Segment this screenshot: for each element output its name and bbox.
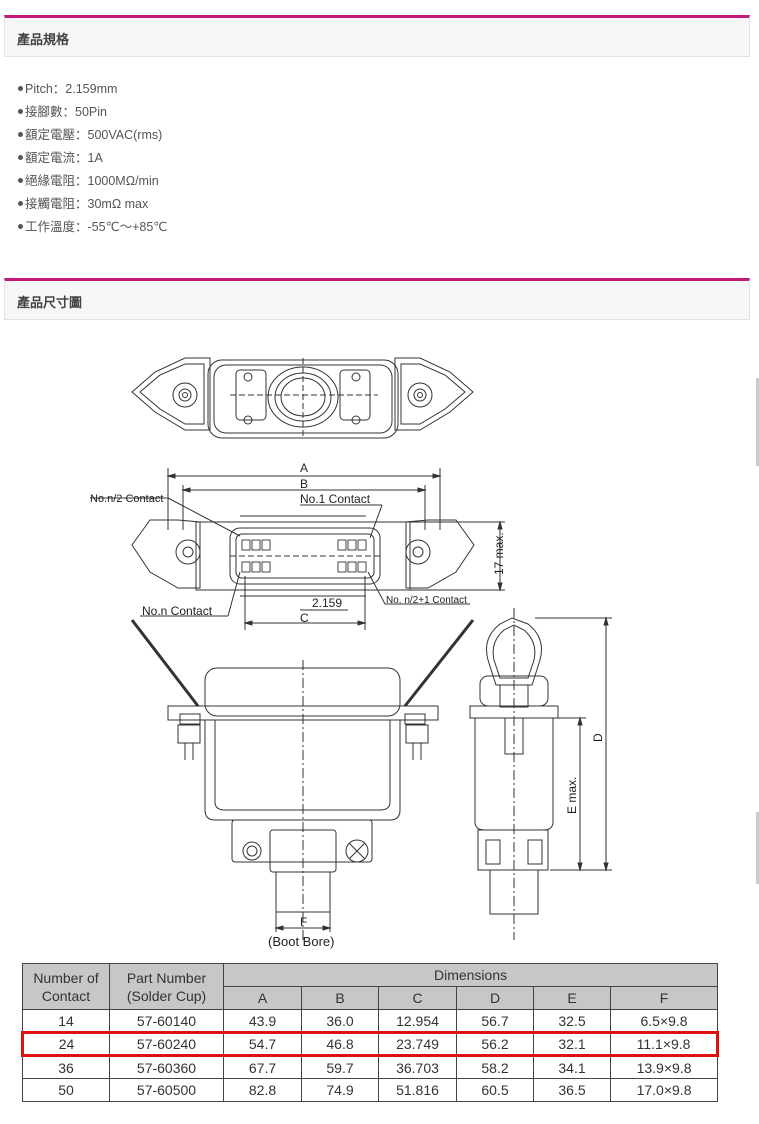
spec-section-header: 產品規格	[4, 15, 750, 57]
bullet-icon	[18, 132, 23, 138]
bullet-icon	[18, 155, 23, 161]
bullet-icon	[18, 86, 23, 92]
connector-dimension-drawing: A B 17 max. No.n/2 Contact No.1 Contact	[90, 357, 612, 949]
scroll-edge-mark	[756, 812, 759, 884]
spec-item: 接觸電阻：30mΩ max	[18, 195, 167, 218]
spec-list: Pitch：2.159mm 接腳數：50Pin 額定電壓：500VAC(rms)…	[18, 80, 167, 241]
dim-label-f: F	[300, 915, 307, 929]
header-dim-e: E	[533, 986, 611, 1010]
header-dimensions: Dimensions	[222, 963, 719, 987]
connector-side-view: F (Boot Bore)	[130, 619, 475, 949]
dim-label-17max: 17 max.	[492, 532, 506, 575]
spec-item: Pitch：2.159mm	[18, 80, 167, 103]
spec-item: 工作溫度：-55℃～+85℃	[18, 218, 167, 241]
label-boot-bore: (Boot Bore)	[268, 934, 334, 949]
bullet-icon	[18, 201, 23, 207]
label-contact-n2-1: No. n/2+1 Contact	[386, 595, 467, 606]
dim-label-a: A	[300, 461, 308, 475]
dim-label-d: D	[591, 733, 605, 742]
header-part-number: Part Number(Solder Cup)	[109, 963, 224, 1010]
dim-label-e: E max.	[565, 777, 579, 814]
spec-section-title: 產品規格	[17, 32, 70, 47]
header-dim-f: F	[609, 986, 719, 1010]
label-contact-n2: No.n/2 Contact	[90, 493, 163, 505]
bullet-icon	[18, 109, 23, 115]
connector-end-view: D E max.	[469, 608, 612, 940]
connector-front-view: A B 17 max. No.n/2 Contact No.1 Contact	[90, 461, 506, 630]
header-dim-a: A	[223, 986, 302, 1010]
bullet-icon	[18, 178, 23, 184]
label-contact-1: No.1 Contact	[300, 492, 371, 506]
spec-item: 絕緣電阻：1000MΩ/min	[18, 172, 167, 195]
spec-item: 額定電壓：500VAC(rms)	[18, 126, 167, 149]
header-dim-d: D	[456, 986, 534, 1010]
dimension-section-header: 產品尺寸圖	[4, 278, 750, 320]
header-dim-c: C	[378, 986, 457, 1010]
spec-item: 額定電流：1A	[18, 149, 167, 172]
bullet-icon	[18, 224, 23, 230]
dim-label-pitch: 2.159	[312, 596, 342, 610]
scroll-edge-mark	[756, 378, 759, 466]
spec-item: 接腳數：50Pin	[18, 103, 167, 126]
header-dim-b: B	[301, 986, 379, 1010]
dimension-section-title: 產品尺寸圖	[17, 295, 83, 310]
dim-label-c: C	[300, 611, 309, 625]
label-contact-n: No.n Contact	[142, 604, 213, 618]
dim-label-b: B	[300, 477, 308, 491]
connector-top-view	[131, 357, 474, 439]
